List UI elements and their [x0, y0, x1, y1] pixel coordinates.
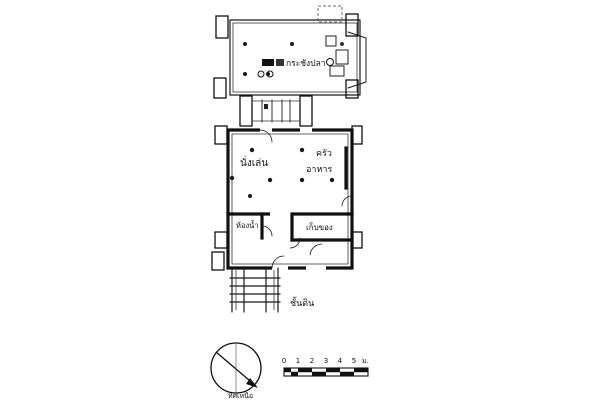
scale-unit: ม.	[362, 357, 369, 365]
scale-tick-3: 3	[324, 357, 328, 365]
entry-stairs: ชั้นดิน	[229, 267, 314, 313]
storage-label: เก็บของ	[306, 222, 333, 232]
main-house: นั่งเล่น ครัว อาหาร ห้องน้ำ เก็บของ	[211, 125, 363, 271]
scale-bar: 0 1 2 3 4 5 ม.	[282, 357, 369, 377]
walkway	[239, 95, 313, 127]
scale-tick-2: 2	[310, 357, 314, 365]
scale-tick-5: 5	[352, 357, 356, 365]
pier	[215, 15, 229, 39]
north-label: ทิศเหนือ	[228, 392, 253, 400]
bath-label: ห้องน้ำ	[236, 220, 258, 230]
pier	[345, 13, 359, 37]
upper-deck: กระชังปลา	[213, 5, 367, 99]
north-compass: ทิศเหนือ	[210, 342, 262, 400]
pier	[213, 77, 227, 99]
scale-tick-0: 0	[282, 357, 286, 365]
scale-tick-1: 1	[296, 357, 300, 365]
kitchen-label-line1: ครัว	[316, 149, 332, 159]
living-area-label: นั่งเล่น	[240, 155, 268, 169]
fish-cage-mark	[276, 59, 284, 66]
pier	[345, 79, 359, 99]
ground-level-label: ชั้นดิน	[290, 296, 314, 309]
upper-deck-label: กระชังปลา	[286, 59, 326, 69]
scale-tick-4: 4	[338, 357, 343, 365]
kitchen-label-line2: อาหาร	[306, 165, 332, 175]
fish-cage-mark	[262, 59, 274, 66]
